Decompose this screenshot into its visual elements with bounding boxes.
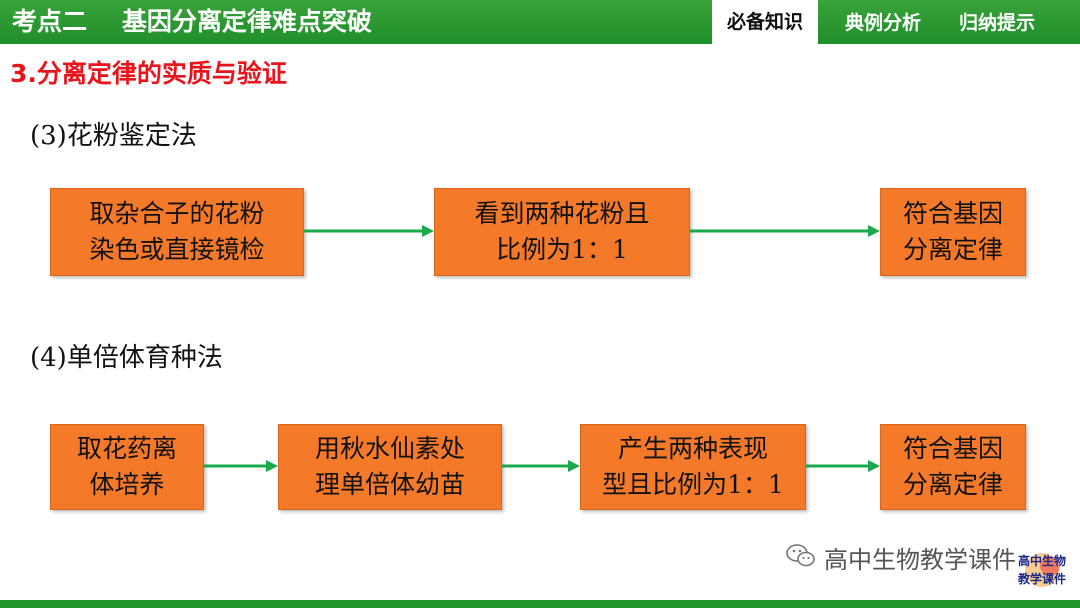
flow-step-line: 符合基因 xyxy=(902,434,1003,463)
tab-essential-knowledge[interactable]: 必备知识 xyxy=(712,0,818,44)
header-bar: 考点二 基因分离定律难点突破 必备知识 典例分析 归纳提示 xyxy=(0,0,1080,44)
flow-step-line: 比例为1：1 xyxy=(496,235,628,264)
logo-line2: 教学课件 xyxy=(1017,572,1066,586)
footer-bar xyxy=(0,600,1080,608)
flow-step-line: 符合基因 xyxy=(902,199,1003,228)
flow-step-two-pollen-types: 看到两种花粉且 比例为1：1 xyxy=(434,188,690,276)
flow-step-line: 分离定律 xyxy=(902,235,1003,264)
flow-step-line: 看到两种花粉且 xyxy=(474,199,650,228)
method-label-pollen: (3)花粉鉴定法 xyxy=(30,121,197,151)
flow-arrow xyxy=(806,460,880,472)
flow-step-two-phenotypes: 产生两种表现 型且比例为1：1 xyxy=(580,424,806,510)
flow-step-take-pollen: 取杂合子的花粉 染色或直接镜检 xyxy=(50,188,304,276)
tab-summary-tips[interactable]: 归纳提示 xyxy=(958,12,1035,34)
watermark-text: 高中生物教学课件 xyxy=(824,546,1016,574)
flow-arrow xyxy=(304,225,434,237)
flow-step-conclusion: 符合基因 分离定律 xyxy=(880,424,1026,510)
wechat-icon xyxy=(786,541,816,581)
flow-arrow xyxy=(204,460,278,472)
logo-icon: 高中生物 教学课件 xyxy=(1010,548,1074,588)
flow-step-line: 产生两种表现 xyxy=(617,434,768,463)
flow-arrow xyxy=(502,460,580,472)
flow-step-line: 染色或直接镜检 xyxy=(89,235,265,264)
page-title: 考点二 基因分离定律难点突破 xyxy=(12,7,372,36)
flow-step-line: 用秋水仙素处 xyxy=(314,434,465,463)
flow-step-line: 体培养 xyxy=(89,470,165,499)
flow-step-anther-culture: 取花药离 体培养 xyxy=(50,424,204,510)
logo-line1: 高中生物 xyxy=(1017,554,1066,568)
method-label-haploid: (4)单倍体育种法 xyxy=(30,343,223,373)
flow-step-line: 取杂合子的花粉 xyxy=(89,199,265,228)
flow-step-line: 取花药离 xyxy=(76,434,177,463)
flow-step-colchicine: 用秋水仙素处 理单倍体幼苗 xyxy=(278,424,502,510)
tab-example-analysis[interactable]: 典例分析 xyxy=(844,12,921,34)
watermark: 高中生物教学课件 xyxy=(786,540,1016,580)
section-title: 3.分离定律的实质与验证 xyxy=(10,59,287,88)
flow-step-conclusion: 符合基因 分离定律 xyxy=(880,188,1026,276)
flow-step-line: 型且比例为1：1 xyxy=(602,470,784,499)
flow-arrow xyxy=(690,225,880,237)
flow-step-line: 分离定律 xyxy=(902,470,1003,499)
flow-step-line: 理单倍体幼苗 xyxy=(314,470,465,499)
